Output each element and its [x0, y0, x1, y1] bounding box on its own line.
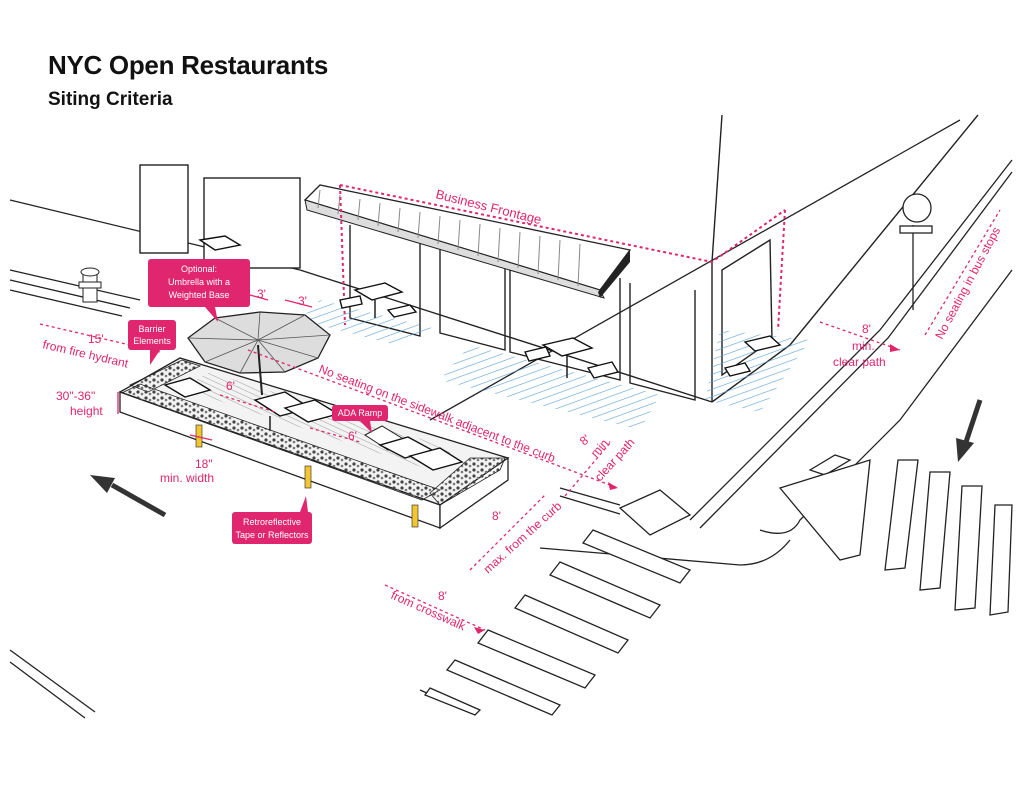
callout-retroreflective-line2: Tape or Reflectors [235, 530, 309, 540]
callout-retroreflective-line1: Retroreflective [243, 517, 301, 527]
label-aisle-6b: 6' [348, 429, 357, 443]
fire-hydrant-icon [78, 267, 102, 303]
dimension-lines [39, 209, 1001, 631]
label-width-text: min. width [160, 471, 214, 485]
page-subtitle: Siting Criteria [48, 89, 173, 110]
callout-barrier: Barrier Elements [128, 320, 176, 365]
traffic-arrow-down-icon [956, 399, 983, 462]
building [139, 114, 979, 403]
label-height-value: 30"-36" [56, 389, 95, 403]
awning [303, 184, 632, 299]
callout-umbrella: Optional: Umbrella with a Weighted Base [148, 259, 250, 322]
sidewalk-seating-zones [300, 300, 810, 430]
label-clear-path-8: 8' [862, 322, 871, 336]
label-aisle-6a: 6' [226, 379, 235, 393]
label-height-text: height [70, 404, 103, 418]
curb-ramp [618, 489, 692, 536]
callout-umbrella-line1: Optional: [181, 264, 217, 274]
callout-barrier-line2: Elements [133, 336, 171, 346]
bus-stop-sign-icon [899, 193, 933, 310]
label-clear-3a: 3' [257, 287, 266, 301]
callout-retroreflective: Retroreflective Tape or Reflectors [232, 496, 312, 544]
label-crosswalk-8: 8' [438, 589, 447, 603]
sidewalk-tables [198, 235, 782, 379]
label-max-curb-8: 8' [492, 509, 501, 523]
callout-umbrella-line2: Umbrella with a [168, 277, 230, 287]
label-bus-stops: No seating in bus stops [932, 225, 1003, 342]
callout-umbrella-line3: Weighted Base [169, 290, 230, 300]
callout-ada-ramp-line1: ADA Ramp [338, 408, 383, 418]
label-clear-3b: 3' [298, 294, 307, 308]
umbrella-icon [187, 311, 331, 396]
label-clear-path-min: min. [852, 339, 875, 353]
label-clear-path-text: clear path [833, 355, 886, 369]
crosswalk [423, 454, 1013, 716]
platform-tables [163, 377, 464, 471]
callout-ada-ramp: ADA Ramp [332, 405, 388, 433]
callout-barrier-line1: Barrier [138, 324, 165, 334]
label-crosswalk-text: from crosswalk [389, 588, 469, 634]
dimension-arrows [474, 344, 900, 634]
label-width-value: 18" [195, 457, 213, 471]
label-fire-hydrant-distance: 15' [88, 332, 104, 346]
page-title: NYC Open Restaurants [48, 50, 329, 80]
label-diag-clear-8: 8' [577, 432, 593, 448]
traffic-arrow-left-icon [90, 475, 167, 518]
